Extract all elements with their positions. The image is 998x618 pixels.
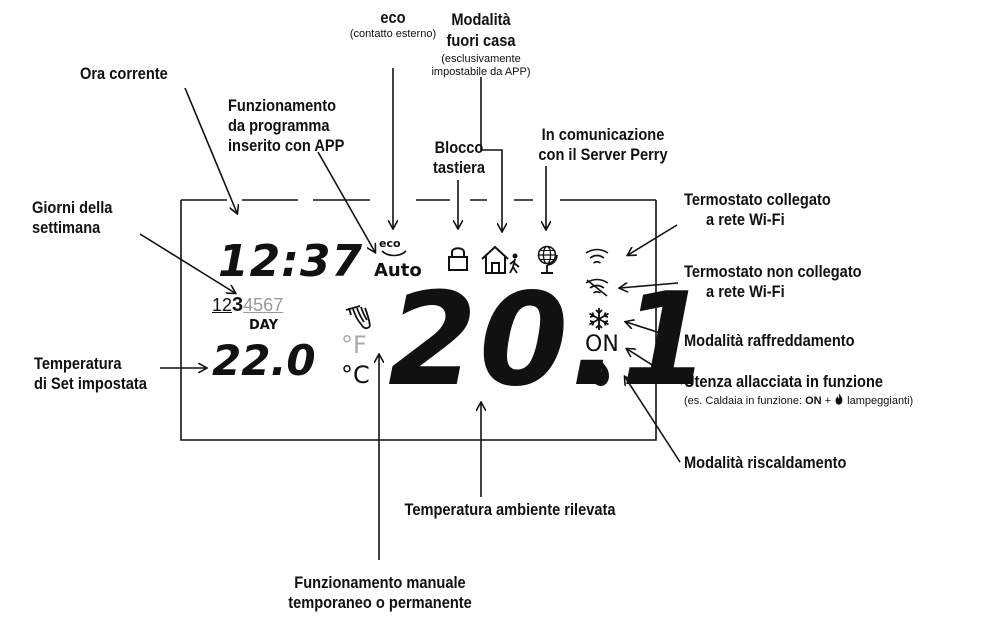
label-temp-set-2: di Set impostata — [34, 374, 147, 393]
label-utenza: Utenza allacciata in funzione — [684, 372, 884, 391]
label-wifi-off-1: Termostato non collegato — [684, 262, 862, 281]
snowflake-icon — [589, 308, 609, 330]
week-days: 1234567 — [212, 294, 283, 317]
label-raffreddamento: Modalità raffreddamento — [684, 331, 855, 350]
away-home-icon — [481, 245, 520, 274]
day-current: 3 — [232, 294, 244, 316]
label-wifi-off-2: a rete Wi-Fi — [706, 282, 785, 301]
unit-fahrenheit: °F — [341, 331, 367, 359]
lock-icon — [448, 247, 468, 271]
label-funz-programma-1: Funzionamento — [228, 96, 337, 115]
wifi-connected-icon — [585, 248, 609, 264]
arrow-funz-programma — [317, 151, 375, 252]
label-temp-ambiente: Temperatura ambiente rilevata — [404, 500, 616, 519]
utenza-sub-on: ON — [805, 395, 822, 407]
manual-hand-icon — [345, 305, 371, 330]
utenza-sub-prefix: (es. Caldaia in funzione: — [684, 395, 806, 407]
label-fuori-casa-1: Modalità — [451, 10, 511, 29]
arrow-riscaldamento — [625, 377, 681, 463]
wifi-disconnected-icon — [585, 278, 609, 297]
arrow-wifi-off — [620, 282, 679, 288]
eco-symbol: eco — [379, 237, 401, 250]
label-blocco-2: tastiera — [432, 158, 486, 177]
label-ora-corrente: Ora corrente — [80, 64, 168, 83]
label-eco: eco — [380, 8, 406, 27]
label-eco-sub: (contatto esterno) — [349, 28, 437, 40]
label-fuori-casa-sub1: (esclusivamente — [441, 53, 521, 65]
utenza-sub-suffix: lampeggianti) — [844, 395, 914, 407]
label-giorni-1: Giorni della — [32, 198, 113, 217]
auto-symbol: Auto — [374, 260, 422, 281]
day-label: DAY — [249, 318, 279, 333]
arrow-wifi-on — [628, 224, 678, 255]
eco-leaf-icon — [381, 250, 407, 257]
days-prefix: 12 — [212, 295, 233, 315]
flame-small-icon — [835, 393, 843, 405]
label-utenza-sub: (es. Caldaia in funzione: ON + lampeggia… — [684, 393, 913, 408]
label-temp-set-1: Temperatura — [34, 354, 122, 373]
flame-icon — [593, 360, 609, 386]
arrow-fuori-casa — [480, 77, 502, 231]
days-suffix: 4567 — [243, 295, 284, 315]
label-server-1: In comunicazione — [541, 125, 665, 144]
on-symbol: ON — [585, 332, 619, 357]
label-funz-programma-3: inserito con APP — [228, 136, 345, 155]
label-funz-programma-2: da programma — [228, 116, 330, 135]
utenza-sub-plus: + — [821, 395, 835, 407]
arrow-giorni — [139, 233, 235, 293]
arrow-ora-corrente — [184, 87, 237, 213]
globe-icon — [537, 245, 558, 274]
label-fuori-casa-2: fuori casa — [446, 31, 516, 50]
label-manuale-1: Funzionamento manuale — [294, 573, 466, 592]
label-fuori-casa-sub2: impostabile da APP) — [431, 66, 531, 78]
label-blocco-1: Blocco — [434, 138, 484, 157]
room-temp-display: 20.1 — [388, 266, 712, 415]
label-giorni-2: settimana — [32, 218, 101, 237]
set-temp-display: 22.0 — [212, 336, 316, 385]
label-server-2: con il Server Perry — [538, 145, 668, 164]
label-riscaldamento: Modalità riscaldamento — [684, 453, 847, 472]
lcd-frame — [180, 200, 657, 441]
arrow-raffreddamento — [626, 322, 680, 340]
label-manuale-2: temporaneo o permanente — [288, 593, 472, 612]
clock-display: 12:37 — [218, 236, 364, 287]
arrow-utenza — [627, 349, 683, 385]
unit-celsius: °C — [341, 361, 370, 389]
label-wifi-on-2: a rete Wi-Fi — [706, 210, 785, 229]
label-wifi-on-1: Termostato collegato — [684, 190, 831, 209]
